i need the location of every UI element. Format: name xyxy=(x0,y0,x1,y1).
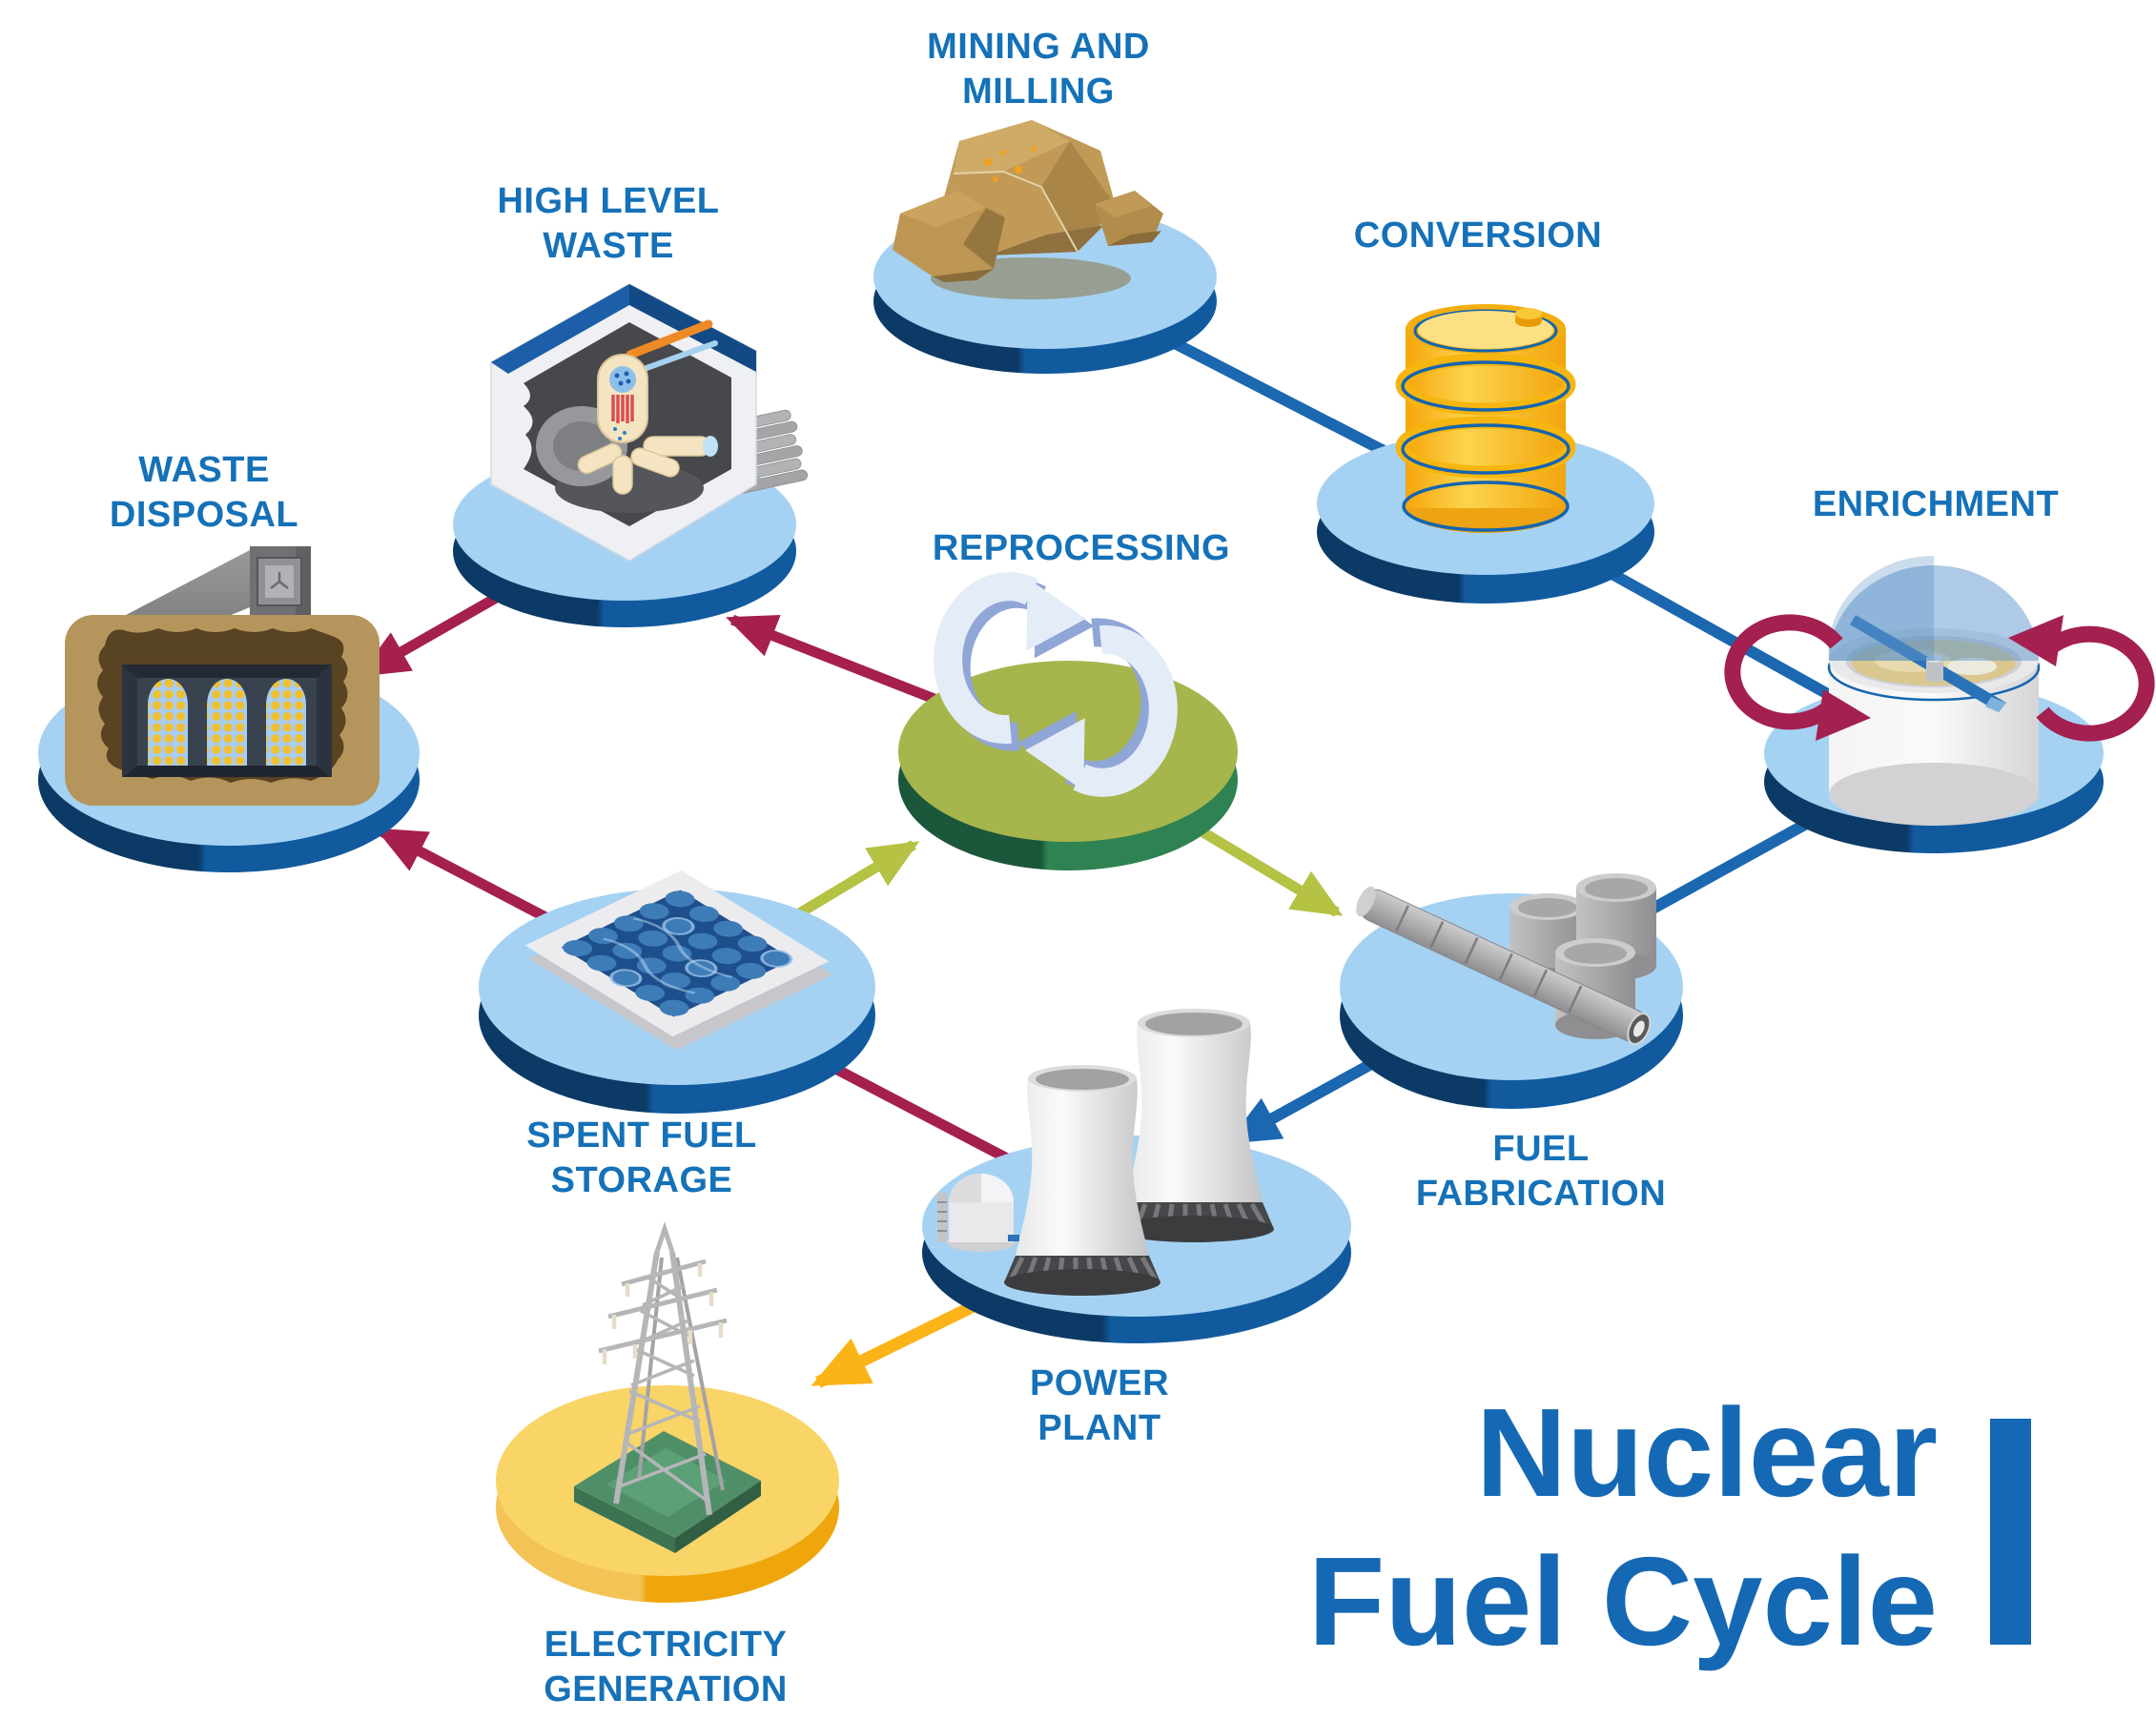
cross-arms xyxy=(598,1259,728,1354)
title-line2: Fuel Cycle xyxy=(1307,1531,1938,1671)
label-high-level-waste: HIGH LEVEL WASTE xyxy=(497,181,720,266)
label-fuel-fabrication: FUEL FABRICATION xyxy=(1415,1129,1667,1214)
label-power-plant: POWER PLANT xyxy=(1029,1363,1170,1448)
recycle-arrows-icon xyxy=(934,572,1172,795)
title-accent-bar xyxy=(1990,1419,2031,1645)
node-power-plant xyxy=(893,848,1380,1343)
waste-vault-arches xyxy=(148,679,306,766)
cooling-pool-icon xyxy=(524,870,833,1051)
diagram-title: Nuclear Fuel Cycle xyxy=(1308,1379,1938,1676)
node-waste-disposal xyxy=(10,445,448,874)
node-high-level-waste xyxy=(424,210,825,629)
transmission-tower-icon xyxy=(574,1221,761,1553)
rotation-arrow-right-icon xyxy=(2008,615,2155,742)
label-spent-fuel: SPENT FUEL STORAGE xyxy=(526,1115,757,1200)
node-electricity-generation xyxy=(467,1145,868,1603)
label-electricity: ELECTRICITY GENERATION xyxy=(544,1625,788,1709)
underground-repository-icon xyxy=(65,546,380,806)
node-spent-fuel-storage xyxy=(450,713,904,1114)
insulators xyxy=(602,1263,724,1364)
node-reprocessing xyxy=(870,489,1266,870)
centrifuge-icon xyxy=(1724,555,2155,826)
fuel-rod-icon xyxy=(1356,886,1652,1046)
node-fuel-fabrication xyxy=(1311,785,1712,1109)
reactor-cutaway-icon xyxy=(490,283,757,562)
containment-building-icon xyxy=(937,1174,1019,1252)
node-mining xyxy=(845,92,1245,378)
uranium-ore-icon xyxy=(893,120,1163,299)
label-waste-disposal: WASTE DISPOSAL xyxy=(109,450,299,535)
label-conversion: CONVERSION xyxy=(1353,215,1603,256)
cooling-tower-front-icon xyxy=(1004,1065,1160,1296)
rotation-arrow-left-icon xyxy=(1724,614,1871,741)
cooling-tower-back-icon xyxy=(1114,1009,1274,1242)
node-conversion xyxy=(1288,222,1683,604)
yellowcake-barrel-icon xyxy=(1395,304,1576,533)
title-line1: Nuclear xyxy=(1475,1382,1938,1523)
label-enrichment: ENRICHMENT xyxy=(1812,484,2060,524)
label-reprocessing: REPROCESSING xyxy=(932,528,1231,568)
node-enrichment xyxy=(1667,472,2156,853)
label-mining: MINING AND MILLING xyxy=(927,27,1150,112)
